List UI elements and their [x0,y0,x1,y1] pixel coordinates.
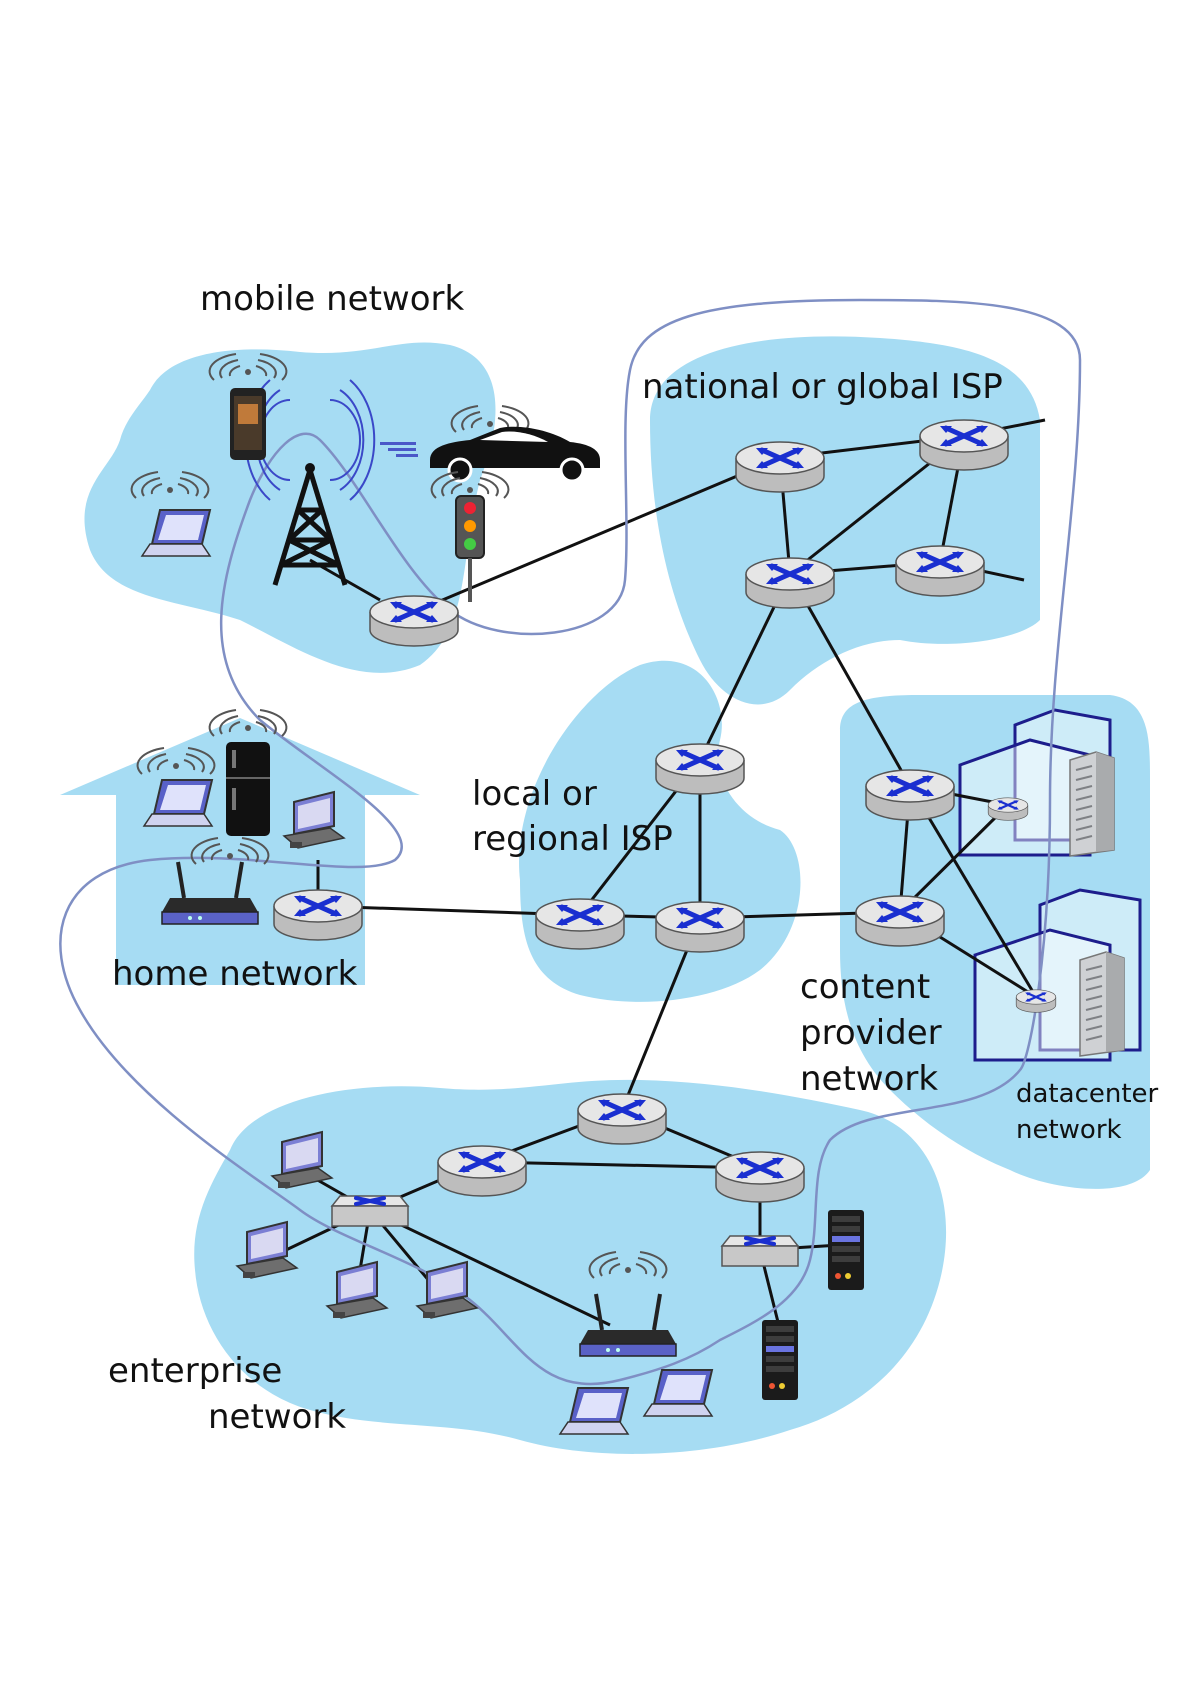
smartphone-icon [208,353,288,460]
national-isp-label: national or global ISP [642,367,1003,407]
router-icon [536,899,624,949]
router-icon [274,890,362,940]
server-rack-icon [1069,751,1115,857]
local-isp-label-line1: local or [472,774,597,814]
content-provider-label-line1: content [800,967,930,1007]
mobile-network-label: mobile network [200,279,465,319]
refrigerator-icon [208,709,288,836]
local-isp-label-line2: regional ISP [472,819,673,859]
server-rack-icon [828,1210,864,1290]
router-icon [987,796,1029,822]
switch-icon [330,1194,410,1228]
router-icon [370,596,458,646]
packet-path [59,298,1082,1386]
cell-tower-icon [244,379,376,586]
traffic-light-icon [430,471,510,602]
router-icon [656,902,744,952]
router-icon [1015,988,1057,1014]
router-icon [656,744,744,794]
car-icon [380,405,600,483]
router-icon [866,770,954,820]
labels: mobile network national or global ISP lo… [108,279,1159,1437]
enterprise-label-line2: network [208,1397,346,1437]
switch-icon [720,1234,800,1268]
regions [60,336,1150,1454]
router-icon [578,1094,666,1144]
router-icon [856,896,944,946]
router-icon [896,546,984,596]
home-network-label: home network [112,954,358,994]
datacenter-label-line2: network [1016,1115,1122,1145]
router-icon [736,442,824,492]
router-icon [920,420,1008,470]
mobile-network-region [84,342,496,673]
router-icon [746,558,834,608]
enterprise-label-line1: enterprise [108,1351,282,1391]
content-provider-label-line2: provider [800,1013,942,1053]
server-rack-icon [1079,951,1125,1057]
router-icon [438,1146,526,1196]
router-icon [716,1152,804,1202]
datacenter-label-line1: datacenter [1016,1079,1159,1109]
content-provider-label-line3: network [800,1059,938,1099]
server-rack-icon [762,1320,798,1400]
